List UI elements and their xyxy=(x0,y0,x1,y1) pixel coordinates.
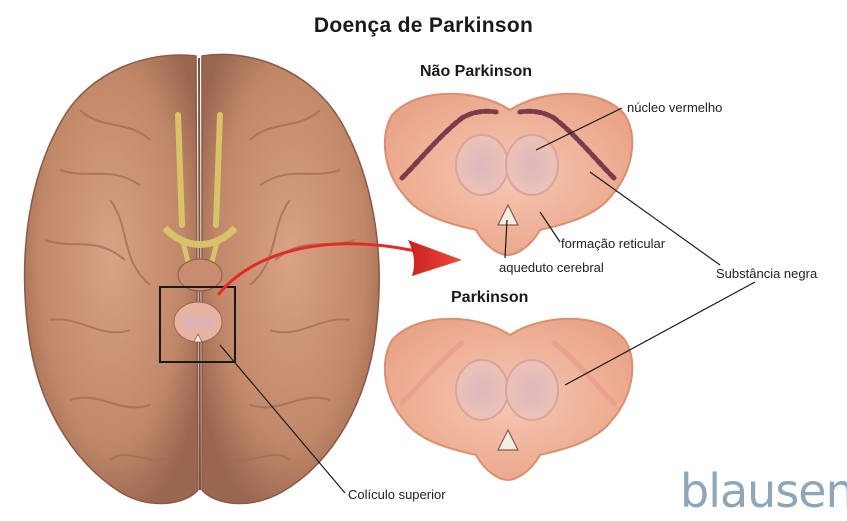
left-hemisphere xyxy=(25,55,198,504)
brain-inferior-view xyxy=(25,54,380,503)
right-hemisphere xyxy=(202,54,379,503)
label-superior-colliculus: Colículo superior xyxy=(348,487,446,502)
section-healthy xyxy=(385,94,632,255)
section-parkinson xyxy=(385,319,632,480)
label-cerebral-aqueduct: aqueduto cerebral xyxy=(499,260,604,275)
label-red-nucleus: núcleo vermelho xyxy=(627,100,722,115)
page-title: Doença de Parkinson xyxy=(0,14,847,38)
section-title-healthy: Não Parkinson xyxy=(420,63,532,81)
section-title-parkinson: Parkinson xyxy=(451,289,528,307)
brand-logo: blausen xyxy=(680,464,847,518)
label-substantia-nigra: Substância negra xyxy=(716,266,817,281)
leader-nigra-healthy xyxy=(590,172,720,265)
label-reticular-formation: formação reticular xyxy=(561,236,665,251)
